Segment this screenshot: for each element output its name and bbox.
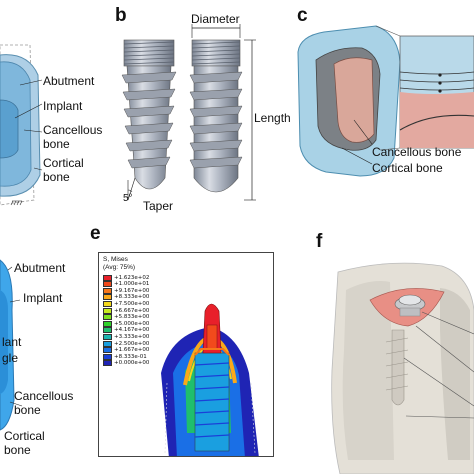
panel-b: b: [110, 0, 290, 230]
legend-value: +5.833e+00: [114, 314, 150, 321]
legend-swatch: [103, 274, 112, 281]
legend-value: +5.000e+00: [114, 320, 150, 327]
bone-block-model: [297, 25, 474, 177]
legend-row: +4.167e+00: [103, 327, 149, 334]
legend-row: +0.000e+00: [103, 360, 149, 367]
legend-value: +8.333e+00: [114, 294, 150, 301]
panel-d-illustration: [0, 259, 23, 431]
label-cancellous-bone: bone: [14, 403, 41, 417]
panel-f-letter: f: [316, 231, 323, 252]
legend-value: +3.333e+00: [114, 333, 150, 340]
label-cortical-bone: bone: [4, 443, 31, 457]
stress-contour: [161, 303, 259, 456]
label-cortical-bone: bone: [43, 170, 70, 184]
legend-swatch: [103, 287, 112, 294]
legend-value: +1.623e+02: [114, 274, 150, 281]
legend-row: +2.500e+00: [103, 340, 149, 347]
legend-value: +8.333e-01: [114, 353, 147, 360]
label-angle: 5°: [123, 193, 133, 204]
legend-swatch: [103, 347, 112, 354]
legend-value: +1.667e+00: [114, 347, 150, 354]
legend-title: S, Mises: [103, 256, 128, 263]
label-cortical: Cortical: [4, 429, 45, 443]
legend-value: +0.000e+00: [114, 360, 150, 367]
label-implant: Implant: [43, 99, 83, 113]
label-implant-fragment: lant: [2, 335, 22, 349]
legend-value: +2.500e+00: [114, 340, 150, 347]
legend-row: +5.833e+00: [103, 314, 149, 321]
tapered-implant: [121, 39, 177, 201]
legend-swatch: [103, 353, 112, 360]
label-cortical: Cortical: [43, 156, 84, 170]
jaw-model: [331, 262, 474, 474]
panel-d: Abutment Implant lant gle Cancellous bon…: [0, 230, 100, 474]
legend-row: +8.333e+00: [103, 294, 149, 301]
legend-value: +4.167e+00: [114, 327, 150, 334]
straight-implant: [189, 24, 256, 201]
legend-row: +6.667e+00: [103, 307, 149, 314]
label-cancellous: Cancellous: [14, 389, 74, 403]
label-cancellous-bone: bone: [43, 137, 70, 151]
legend-value: +9.167e+00: [114, 287, 150, 294]
legend-swatch: [103, 294, 112, 301]
legend-swatch: [103, 307, 112, 314]
panel-e: e S, Mises (Avg: 75%) +1.623e: [90, 224, 310, 474]
legend-swatch: [103, 300, 112, 307]
legend-row: +1.000e+01: [103, 281, 149, 288]
panel-a-illustration: [0, 44, 43, 206]
legend-swatch: [103, 327, 112, 334]
legend-value: +7.500e+00: [114, 300, 150, 307]
label-angle-fragment: gle: [2, 351, 19, 365]
legend-row: +8.333e-01: [103, 353, 147, 360]
implant-drawings: [121, 24, 256, 201]
legend-swatch: [103, 314, 112, 321]
panel-e-letter: e: [90, 224, 101, 244]
legend-row: +9.167e+00: [103, 287, 149, 294]
legend-row: +5.000e+00: [103, 320, 149, 327]
label-cortical-bone: Cortical bone: [372, 161, 443, 175]
label-cancellous: Cancellous: [43, 123, 103, 137]
legend-swatch: [103, 360, 112, 367]
panel-a: Abutment Implant Cancellous bone Cortica…: [0, 0, 110, 230]
label-diameter: Diameter: [191, 12, 240, 26]
legend-swatch: [103, 340, 112, 347]
label-cancellous-bone: Cancellous bone: [372, 145, 462, 159]
label-length: Length: [254, 111, 290, 125]
label-abutment: Abutment: [43, 74, 95, 88]
panel-f: f: [310, 230, 474, 474]
legend-row: +1.667e+00: [103, 347, 149, 354]
legend-value: +6.667e+00: [114, 307, 150, 314]
legend-swatch: [103, 333, 112, 340]
legend-row: +3.333e+00: [103, 333, 149, 340]
legend-row: +7.500e+00: [103, 300, 149, 307]
fea-plot: S, Mises (Avg: 75%) +1.623e+02+1.000e+01…: [98, 252, 274, 457]
legend-swatch: [103, 281, 112, 288]
label-taper: Taper: [143, 199, 174, 213]
panel-b-letter: b: [115, 5, 127, 26]
panel-c: c Cancellous bone Cortical bone: [290, 0, 474, 230]
legend-value: +1.000e+01: [114, 281, 150, 288]
stress-legend: S, Mises (Avg: 75%) +1.623e+02+1.000e+01…: [103, 256, 183, 367]
legend-row: +1.623e+02: [103, 274, 149, 281]
legend-swatch: [103, 320, 112, 327]
panel-c-letter: c: [297, 5, 308, 26]
label-abutment: Abutment: [14, 261, 66, 275]
label-implant: Implant: [23, 291, 63, 305]
legend-subtitle: (Avg: 75%): [103, 264, 136, 271]
